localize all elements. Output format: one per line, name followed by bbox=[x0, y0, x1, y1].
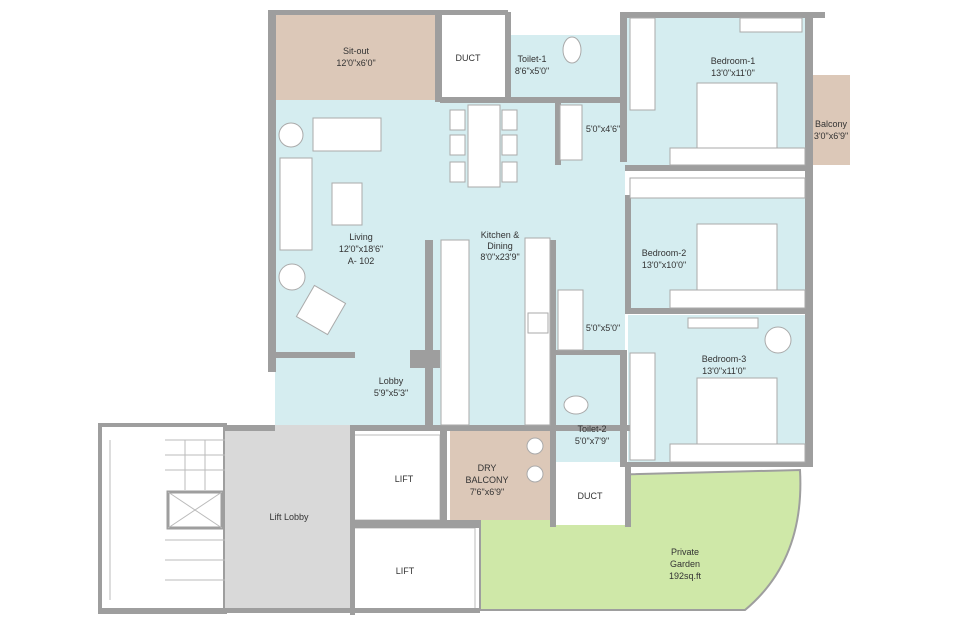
bedroom-1-size: 13'0"x11'0" bbox=[711, 68, 755, 78]
bedroom-2-label: Bedroom-2 bbox=[642, 248, 687, 258]
living-size: 12'0"x18'6" bbox=[339, 244, 383, 254]
toilet-2-size: 5'0"x7'9" bbox=[575, 436, 609, 446]
garden-label-2: Garden bbox=[670, 559, 700, 569]
toilet-1-size: 8'6"x5'0" bbox=[515, 66, 549, 76]
duct-2-label: DUCT bbox=[578, 491, 603, 501]
living-label: Living bbox=[349, 232, 373, 242]
lobby-size: 5'9"x5'3" bbox=[374, 388, 408, 398]
furniture bbox=[278, 17, 806, 483]
garden-size: 192sq.ft bbox=[669, 571, 702, 581]
bedroom-3-size: 13'0"x11'0" bbox=[702, 366, 746, 376]
duct-1 bbox=[440, 15, 505, 100]
passage-2-size: 5'0"x5'0" bbox=[586, 323, 620, 333]
stair-treads bbox=[109, 439, 225, 600]
sitout-area bbox=[275, 15, 437, 100]
passage-1-size: 5'0"x4'6" bbox=[586, 124, 620, 134]
kitchen-size: 8'0"x23'9" bbox=[480, 252, 519, 262]
lift-1-label: LIFT bbox=[395, 474, 414, 484]
kitchen-label: Kitchen & bbox=[481, 230, 520, 240]
balcony-area bbox=[810, 75, 850, 165]
walls bbox=[100, 10, 825, 615]
balcony-size: 3'0"x6'9" bbox=[814, 131, 848, 141]
lobby-label: Lobby bbox=[379, 376, 404, 386]
balcony-label: Balcony bbox=[815, 119, 848, 129]
kitchen-label-2: Dining bbox=[487, 241, 513, 251]
unit-number: A- 102 bbox=[348, 256, 375, 266]
dry-balcony-label-2: BALCONY bbox=[465, 475, 508, 485]
sitout-size: 12'0"x6'0" bbox=[336, 58, 375, 68]
bedroom-1-label: Bedroom-1 bbox=[711, 56, 756, 66]
lift-1 bbox=[351, 434, 441, 521]
bedroom-2-size: 13'0"x10'0" bbox=[642, 260, 686, 270]
lift-lobby-label: Lift Lobby bbox=[269, 512, 309, 522]
sitout-label: Sit-out bbox=[343, 46, 370, 56]
bedroom-3-label: Bedroom-3 bbox=[702, 354, 747, 364]
dry-balcony-size: 7'6"x6'9" bbox=[470, 487, 504, 497]
lift-lobby bbox=[225, 430, 350, 612]
dry-balcony-label: DRY bbox=[478, 463, 497, 473]
garden-label: Private bbox=[671, 547, 699, 557]
toilet-2-label: Toilet-2 bbox=[577, 424, 606, 434]
toilet-1-label: Toilet-1 bbox=[517, 54, 546, 64]
duct-1-label: DUCT bbox=[456, 53, 481, 63]
lift-2-label: LIFT bbox=[396, 566, 415, 576]
duct-2 bbox=[555, 465, 625, 525]
